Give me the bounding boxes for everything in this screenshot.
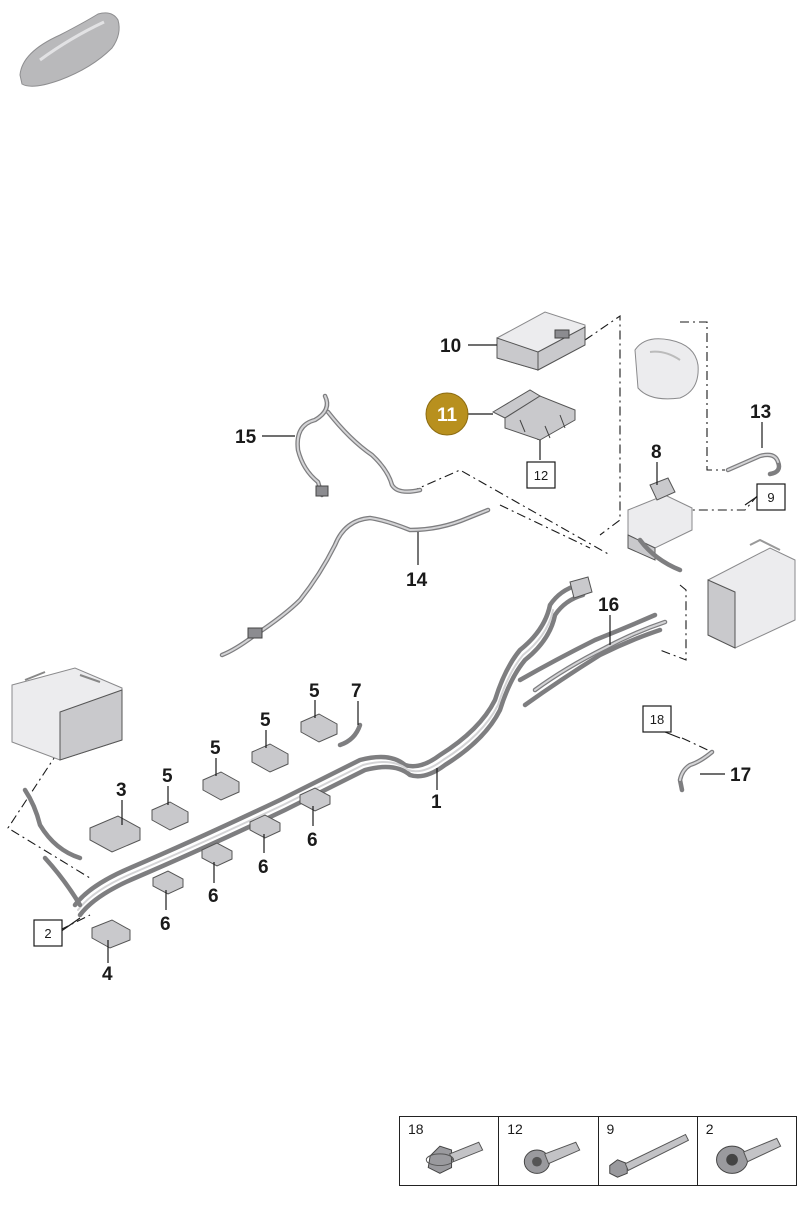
cable-part-14 [219, 507, 491, 658]
callout-6: 6 [258, 857, 269, 878]
battery-component [11, 667, 123, 761]
boxed-reference-2: 2 [33, 919, 63, 947]
clamps-part-5 [151, 713, 338, 831]
callout-15: 15 [235, 427, 257, 448]
hardware-number: 2 [705, 1121, 714, 1137]
cable-end-part-7 [337, 722, 363, 748]
callout-6: 6 [160, 914, 171, 935]
callout-6: 6 [208, 886, 219, 907]
svg-text:9: 9 [767, 490, 774, 505]
vehicle-silhouette-icon [19, 12, 120, 87]
boxed-reference-12: 12 [526, 461, 556, 489]
holder-part-4 [91, 919, 131, 949]
callout-8: 8 [651, 442, 662, 463]
svg-text:11: 11 [437, 405, 458, 426]
hex-flange-bolt-icon [425, 1141, 484, 1174]
callout-17: 17 [730, 765, 751, 786]
callout-10: 10 [440, 336, 461, 357]
callout-5: 5 [162, 766, 173, 787]
hardware-number: 9 [606, 1121, 615, 1137]
holder-part-3 [89, 815, 141, 853]
callout-1: 1 [431, 792, 442, 813]
callout-7: 7 [351, 681, 362, 702]
svg-text:12: 12 [534, 468, 548, 483]
leader-lines [59, 344, 763, 963]
long-hex-bolt-icon [608, 1133, 689, 1178]
main-cable-part-1 [22, 576, 593, 918]
callout-6: 6 [307, 830, 318, 851]
callout-14: 14 [406, 570, 428, 591]
hardware-cell-2: 2 [698, 1117, 796, 1185]
power-electronics-component [707, 538, 796, 649]
hardware-cell-12: 12 [499, 1117, 599, 1185]
svg-text:18: 18 [650, 712, 664, 727]
boxed-reference-18: 18 [642, 705, 672, 733]
highlighted-callout-11[interactable]: 11 [425, 392, 469, 436]
hardware-cell-9: 9 [599, 1117, 698, 1185]
junction-box-part-8 [627, 477, 693, 573]
cable-part-17 [677, 749, 715, 793]
torx-flange-bolt-icon [715, 1137, 782, 1174]
cable-part-13 [725, 452, 782, 477]
harness-part-16 [517, 612, 668, 708]
hardware-number: 12 [507, 1121, 523, 1137]
callout-5: 5 [309, 681, 320, 702]
callout-3: 3 [116, 780, 127, 801]
callout-16: 16 [598, 595, 619, 616]
cable-part-15 [295, 393, 423, 498]
svg-text:2: 2 [44, 926, 51, 941]
callout-labels: 10 15 8 13 14 16 7 1 17 3 4 5 5 5 5 6 6 … [102, 336, 771, 985]
electric-motor-component [634, 338, 699, 400]
clamps-part-6 [152, 787, 331, 895]
hardware-number: 18 [408, 1121, 424, 1137]
control-unit-part-10 [496, 311, 586, 371]
callout-5: 5 [260, 710, 271, 731]
hardware-cell-18: 18 [400, 1117, 500, 1185]
callout-5: 5 [210, 738, 221, 759]
boxed-reference-9: 9 [756, 483, 786, 511]
bracket-part-11 [491, 389, 576, 441]
callout-4: 4 [102, 964, 113, 985]
callout-13: 13 [750, 402, 771, 423]
torx-head-bolt-icon [524, 1141, 581, 1174]
hardware-legend-table: 18 12 9 2 [399, 1116, 797, 1186]
